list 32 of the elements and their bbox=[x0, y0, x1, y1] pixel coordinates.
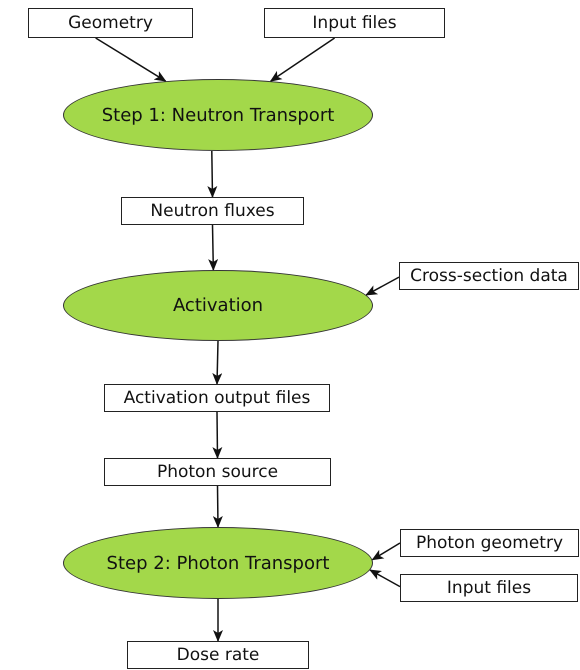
arrow bbox=[212, 412, 222, 459]
arrow bbox=[213, 599, 223, 642]
data-box bbox=[400, 529, 579, 557]
arrow bbox=[212, 340, 222, 385]
data-box bbox=[400, 574, 578, 602]
data-box bbox=[264, 8, 445, 38]
node-label: Dose rate bbox=[176, 645, 260, 665]
arrow bbox=[372, 542, 400, 560]
node-label: Step 1: Neutron Transport bbox=[102, 104, 334, 126]
node-label: Photon geometry bbox=[416, 533, 564, 553]
node-label: Geometry bbox=[68, 13, 153, 33]
arrow bbox=[369, 569, 400, 588]
node-label: Activation output files bbox=[124, 388, 310, 408]
arrow bbox=[212, 486, 223, 528]
arrow bbox=[208, 224, 218, 272]
node-label: Step 2: Photon Transport bbox=[106, 552, 330, 574]
node-label: Input files bbox=[446, 578, 532, 598]
data-box bbox=[399, 262, 579, 290]
node-label: Neutron fluxes bbox=[150, 201, 275, 221]
node-label: Activation bbox=[172, 295, 264, 316]
data-box bbox=[104, 458, 331, 486]
node-label: Cross-section data bbox=[410, 266, 568, 286]
arrow bbox=[365, 276, 400, 296]
data-box bbox=[121, 197, 304, 225]
data-box bbox=[127, 641, 309, 669]
arrow bbox=[95, 37, 166, 82]
arrow bbox=[207, 150, 218, 198]
data-box bbox=[104, 384, 330, 412]
arrow bbox=[270, 37, 335, 82]
node-label: Photon source bbox=[156, 462, 278, 482]
data-box bbox=[28, 8, 193, 38]
node-label: Input files bbox=[312, 13, 397, 33]
